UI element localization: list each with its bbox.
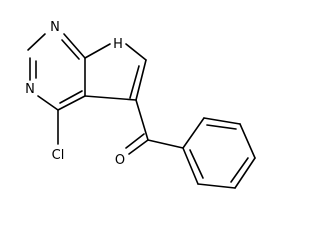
pyrrole-ring — [84, 43, 147, 101]
bond-c6-c5 — [135, 59, 147, 101]
bond-ph2-ph3-inner — [206, 124, 237, 130]
bond-c7a-n1-inner — [61, 39, 80, 60]
bond-c5-carbonyl — [135, 99, 149, 141]
bond-carbonyl-oxygen — [128, 139, 149, 155]
bond-c7a-n1 — [63, 33, 86, 59]
atom-nh: H — [113, 37, 123, 52]
atom-chlorine: Cl — [52, 148, 65, 163]
bond-n3-c4 — [37, 95, 59, 111]
carbonyl-group — [125, 99, 184, 155]
bond-ph6-ph1-inner — [189, 149, 204, 179]
bond-carbonyl-phenyl — [147, 139, 184, 149]
bond-ph1-ph2 — [182, 117, 205, 149]
bond-ph6-ph1 — [182, 147, 199, 185]
atom-n-left: N — [25, 82, 35, 97]
phenyl-ring — [182, 117, 256, 189]
bond-c6-c5-inner — [129, 65, 140, 99]
bond-c5-c4a — [84, 95, 137, 101]
bond-ph4-ph5-inner — [230, 157, 249, 183]
bond-ph5-ph6 — [197, 183, 236, 189]
bond-ph4-ph5 — [234, 157, 256, 189]
bond-carbonyl-oxygen-inner — [125, 133, 145, 149]
chemical-structure: N H N O Cl — [25, 20, 256, 189]
bond-n1-c2 — [27, 33, 46, 51]
bond-nh-c6 — [125, 43, 147, 61]
bond-ph3-ph4 — [239, 123, 256, 159]
bond-c4-c4a — [57, 95, 86, 111]
pyrimidine-ring — [27, 33, 86, 111]
bond-c4-c4a-inner — [59, 90, 83, 104]
atom-n-top: N — [50, 20, 60, 35]
bond-c7a-nh — [84, 43, 111, 59]
bond-ph2-ph3 — [203, 117, 241, 125]
atom-oxygen: O — [115, 153, 125, 168]
